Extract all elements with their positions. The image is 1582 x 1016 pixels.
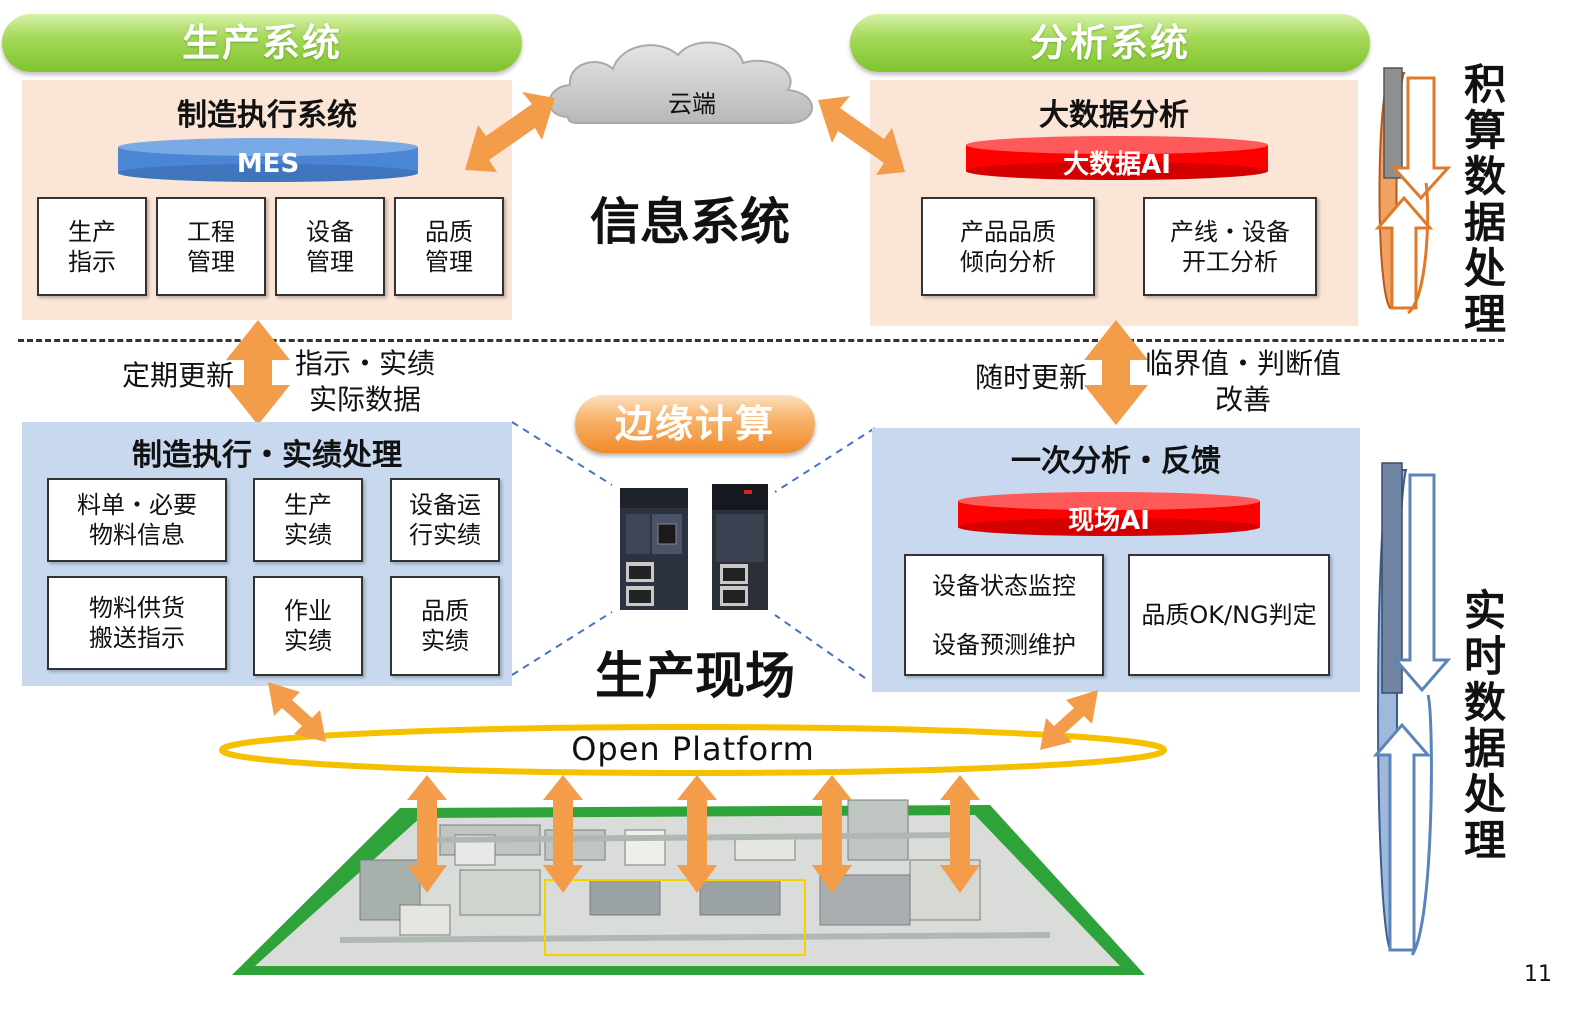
exec-box-1: 料单・必要 物料信息 <box>47 478 227 562</box>
prod-box-4: 品质 管理 <box>394 197 504 296</box>
field-ai-label: 现场AI <box>1068 505 1150 536</box>
exec-box-4: 物料供货 搬送指示 <box>47 576 227 670</box>
analysis-box-1: 产品品质 倾向分析 <box>921 197 1095 296</box>
first-analysis-panel-title: 一次分析・反馈 <box>1011 444 1221 479</box>
prod-box-1: 生产 指示 <box>37 197 147 296</box>
prod-box-3: 设备 管理 <box>275 197 385 296</box>
execution-panel-title: 制造执行・实绩处理 <box>132 438 402 473</box>
edge-device-icon <box>620 484 768 610</box>
mes-panel-title: 制造执行系统 <box>177 98 357 133</box>
exec-box-6: 品质 实绩 <box>390 576 500 676</box>
accumulate-cycle-icon <box>1374 67 1452 315</box>
analysis-system-title: 分析系统 <box>850 14 1370 72</box>
left-content-label: 指示・实绩 实际数据 <box>295 347 436 416</box>
bigdata-ai-database: 大数据AI <box>966 136 1268 180</box>
bigdata-panel-title: 大数据分析 <box>1039 98 1189 133</box>
monitor-item-1: 设备状态监控 <box>932 571 1076 600</box>
page-number: 11 <box>1524 962 1552 987</box>
field-ai-database: 现场AI <box>958 492 1260 536</box>
mes-label: MES <box>236 149 300 179</box>
realtime-label: 实时数据处理 <box>1463 586 1506 865</box>
monitor-item-2: 设备预测维护 <box>932 630 1076 659</box>
left-update-label: 定期更新 <box>122 359 235 392</box>
quality-judge-box: 品质OK/NG判定 <box>1128 554 1330 676</box>
right-update-label: 随时更新 <box>975 361 1088 394</box>
exec-box-5: 作业 实绩 <box>253 576 363 676</box>
prod-box-2: 工程 管理 <box>156 197 266 296</box>
bigdata-ai-label: 大数据AI <box>1063 149 1171 180</box>
layer-separator <box>18 339 1504 342</box>
edge-computing-badge: 边缘计算 <box>575 395 815 453</box>
production-system-title: 生产系统 <box>2 14 522 72</box>
realtime-cycle-icon <box>1372 462 1452 956</box>
analysis-box-2: 产线・设备 开工分析 <box>1143 197 1317 296</box>
cloud-label: 云端 <box>668 90 716 118</box>
exec-box-2: 生产 实绩 <box>253 478 363 562</box>
monitor-box: 设备状态监控 设备预测维护 <box>904 554 1104 676</box>
info-system-label: 信息系统 <box>590 193 790 251</box>
mes-database: MES <box>118 138 418 182</box>
right-content-label: 临界值・判断值 改善 <box>1145 347 1342 416</box>
accumulate-label: 积算数据处理 <box>1463 60 1506 339</box>
exec-box-3: 设备运 行实绩 <box>390 478 500 562</box>
open-platform-label: Open Platform <box>571 730 815 768</box>
cloud-icon <box>548 41 813 124</box>
field-label: 生产现场 <box>595 647 795 705</box>
